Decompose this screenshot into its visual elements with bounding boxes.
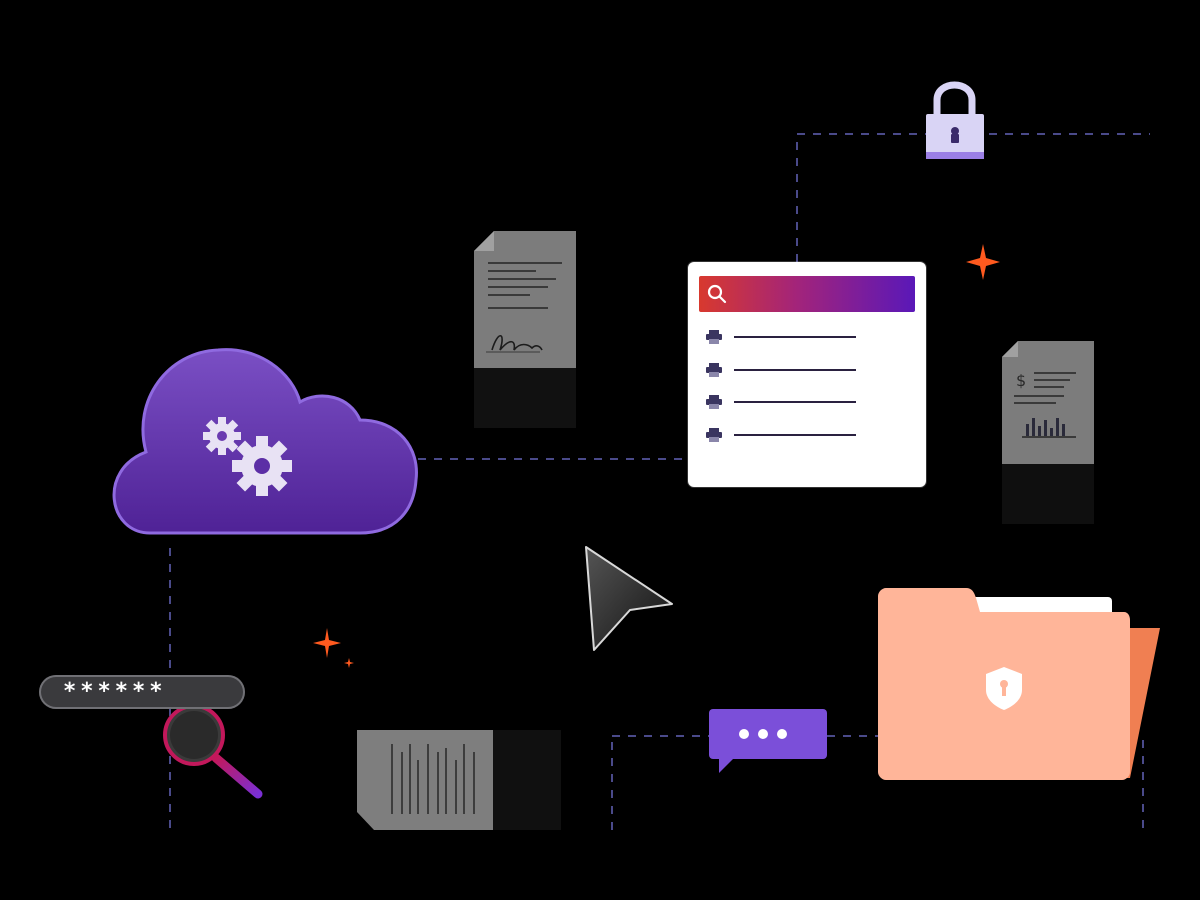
result-line <box>734 336 856 338</box>
result-line <box>734 401 856 403</box>
typing-dot <box>777 729 787 739</box>
cloud-gears-icon <box>112 348 418 535</box>
result-row[interactable] <box>706 395 856 409</box>
magnifier-icon <box>163 704 263 799</box>
chat-bubble-icon <box>709 709 827 773</box>
search-bar[interactable] <box>699 276 915 312</box>
printer-icon <box>706 428 722 442</box>
sparkle-icon <box>313 244 1000 668</box>
search-window <box>688 262 926 487</box>
result-row[interactable] <box>706 428 856 442</box>
svg-text:$: $ <box>1016 371 1026 390</box>
password-field[interactable]: ****** <box>39 675 245 709</box>
printer-icon <box>706 395 722 409</box>
result-row[interactable] <box>706 330 856 344</box>
typing-dot <box>758 729 768 739</box>
barcode-document-icon <box>357 730 561 830</box>
shield-folder-icon <box>878 588 1160 780</box>
printer-icon <box>706 330 722 344</box>
printer-icon <box>706 363 722 377</box>
typing-dot <box>739 729 749 739</box>
chat-bubble-tail <box>719 757 735 773</box>
result-row[interactable] <box>706 363 856 377</box>
result-line <box>734 434 856 436</box>
pointer-cursor-icon <box>585 546 673 651</box>
signed-document-icon <box>474 231 576 428</box>
invoice-icon: $ <box>1002 341 1094 524</box>
result-line <box>734 369 856 371</box>
search-icon <box>707 284 727 304</box>
padlock-icon <box>926 81 984 159</box>
